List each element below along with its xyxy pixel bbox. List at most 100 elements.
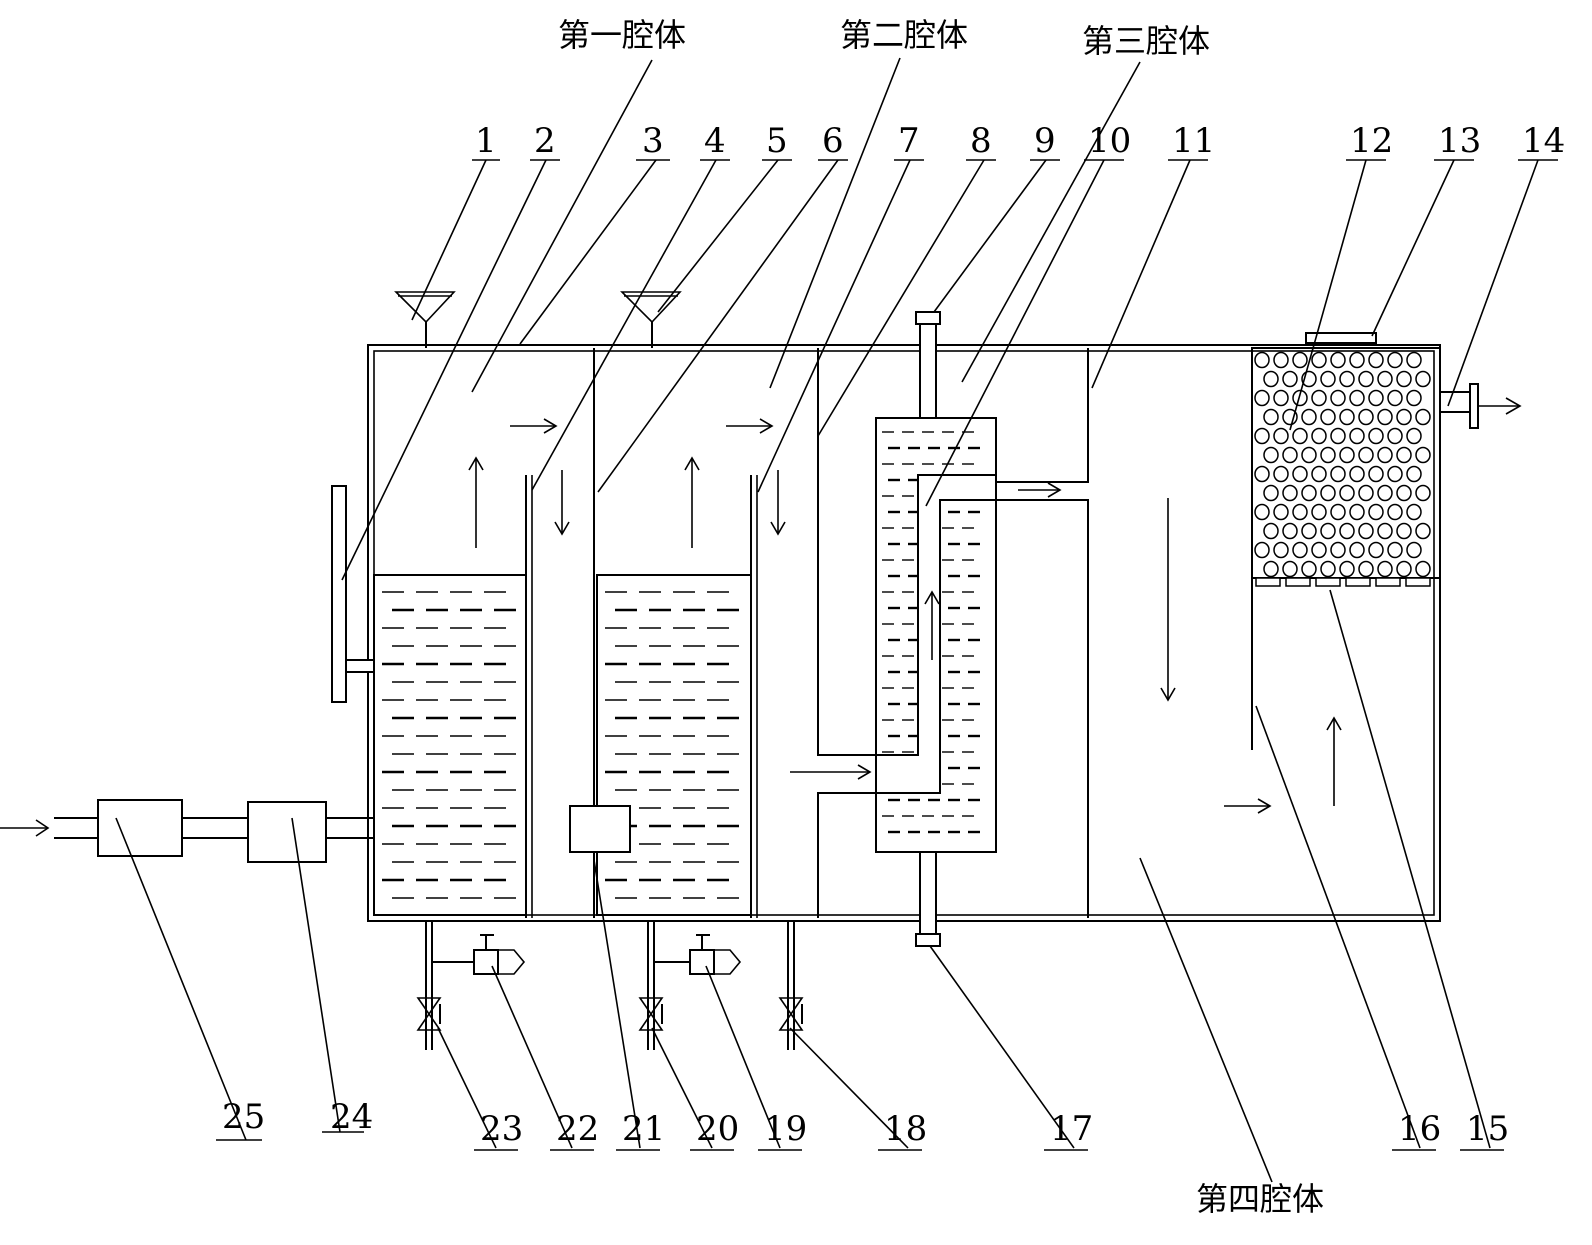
label-first-chamber: 第一腔体 [558,16,686,54]
num-2: 2 [534,121,556,161]
num-23: 23 [480,1109,523,1149]
filter-pellet [1377,560,1393,578]
bottom-pipe [919,851,937,935]
filter-pellet [1415,560,1431,578]
exchanger-channel [875,474,997,794]
leader-line [933,159,1047,313]
num-11: 11 [1172,121,1215,161]
drain-18 [778,921,804,1050]
filter-pellet [1263,560,1279,578]
num-6: 6 [822,121,844,161]
num-8: 8 [970,121,992,161]
filter-pellet [1282,560,1298,578]
filter-pellet [1263,446,1279,464]
leader-line [491,965,573,1149]
leader-line [291,817,341,1133]
filter-pellet [1406,503,1422,521]
filter-pellet [1415,446,1431,464]
leader-line [757,159,911,493]
gauge-22 [432,934,526,975]
filter-pellet [1387,427,1403,445]
num-22: 22 [556,1109,599,1149]
filter-pellet [1254,503,1270,521]
leader-line [1329,589,1491,1149]
filter-pellet [1311,351,1327,369]
filter-pellet [1273,465,1289,483]
filter-pellet [1339,522,1355,540]
top-cover-13 [1305,332,1377,344]
filter-pellet [1349,465,1365,483]
leader-line [115,817,247,1141]
filter-pellet [1320,560,1336,578]
grate-slot [1405,577,1431,587]
filter-pellet [1330,465,1346,483]
box-25 [97,799,183,857]
filter-grate [1255,577,1431,587]
leader-line [1289,159,1367,431]
leader-line [531,159,717,491]
tank-housing [367,344,1441,922]
grate-slot [1285,577,1311,587]
flow-arrow-head [468,456,484,471]
heater-21 [569,805,631,853]
filter-pellet [1330,541,1346,559]
label-fourth-chamber: 第四腔体 [1196,1180,1324,1218]
chamber-1-water [373,574,527,916]
num-9: 9 [1034,121,1056,161]
num-7: 7 [898,121,920,161]
filter-pellet [1406,541,1422,559]
num-13: 13 [1438,121,1481,161]
bottom-cap-17 [915,933,941,947]
filter-pellet [1377,446,1393,464]
num-17: 17 [1050,1109,1093,1149]
filter-pellet [1368,389,1384,407]
leader-line [1371,159,1455,337]
filter-pellet [1368,503,1384,521]
num-1: 1 [475,121,497,161]
filter-pellet [1311,389,1327,407]
filter-pellet [1292,541,1308,559]
filter-pellet [1311,427,1327,445]
num-25: 25 [222,1097,265,1137]
filter-pellet [1406,389,1422,407]
drain-20 [638,921,664,1050]
filter-pellet [1339,484,1355,502]
leader-line [929,945,1075,1149]
filter-pellet [1396,446,1412,464]
partition-8-lower [817,792,875,918]
filter-pellet [1358,408,1374,426]
filter-pellet [1396,408,1412,426]
filter-pellet [1368,541,1384,559]
filter-pellet [1273,389,1289,407]
leader-line [789,1027,909,1149]
box-24 [247,801,327,863]
filter-pellet [1415,370,1431,388]
num-20: 20 [696,1109,739,1149]
grate-slot [1255,577,1281,587]
num-21: 21 [622,1109,665,1149]
filter-pellet [1292,503,1308,521]
leader-line [1447,159,1539,407]
filter-pellet [1349,351,1365,369]
leader-line [1091,159,1191,389]
filter-pellet [1387,541,1403,559]
filter-pellet [1377,484,1393,502]
filter-pellet [1254,427,1270,445]
drain-23 [416,921,442,1050]
flow-arrow-head [857,764,872,780]
filter-pellet [1377,522,1393,540]
leader-line [437,1027,497,1149]
filter-pellet [1263,522,1279,540]
leader-line [817,159,985,437]
leader-line [961,61,1141,383]
filter-pellet [1377,370,1393,388]
filter-pellet [1358,484,1374,502]
num-19: 19 [764,1109,807,1149]
filter-pellet [1415,408,1431,426]
filter-pellet [1368,465,1384,483]
filter-pellet [1273,541,1289,559]
filter-pellet [1349,541,1365,559]
num-14: 14 [1522,121,1565,161]
filter-pellet [1320,522,1336,540]
